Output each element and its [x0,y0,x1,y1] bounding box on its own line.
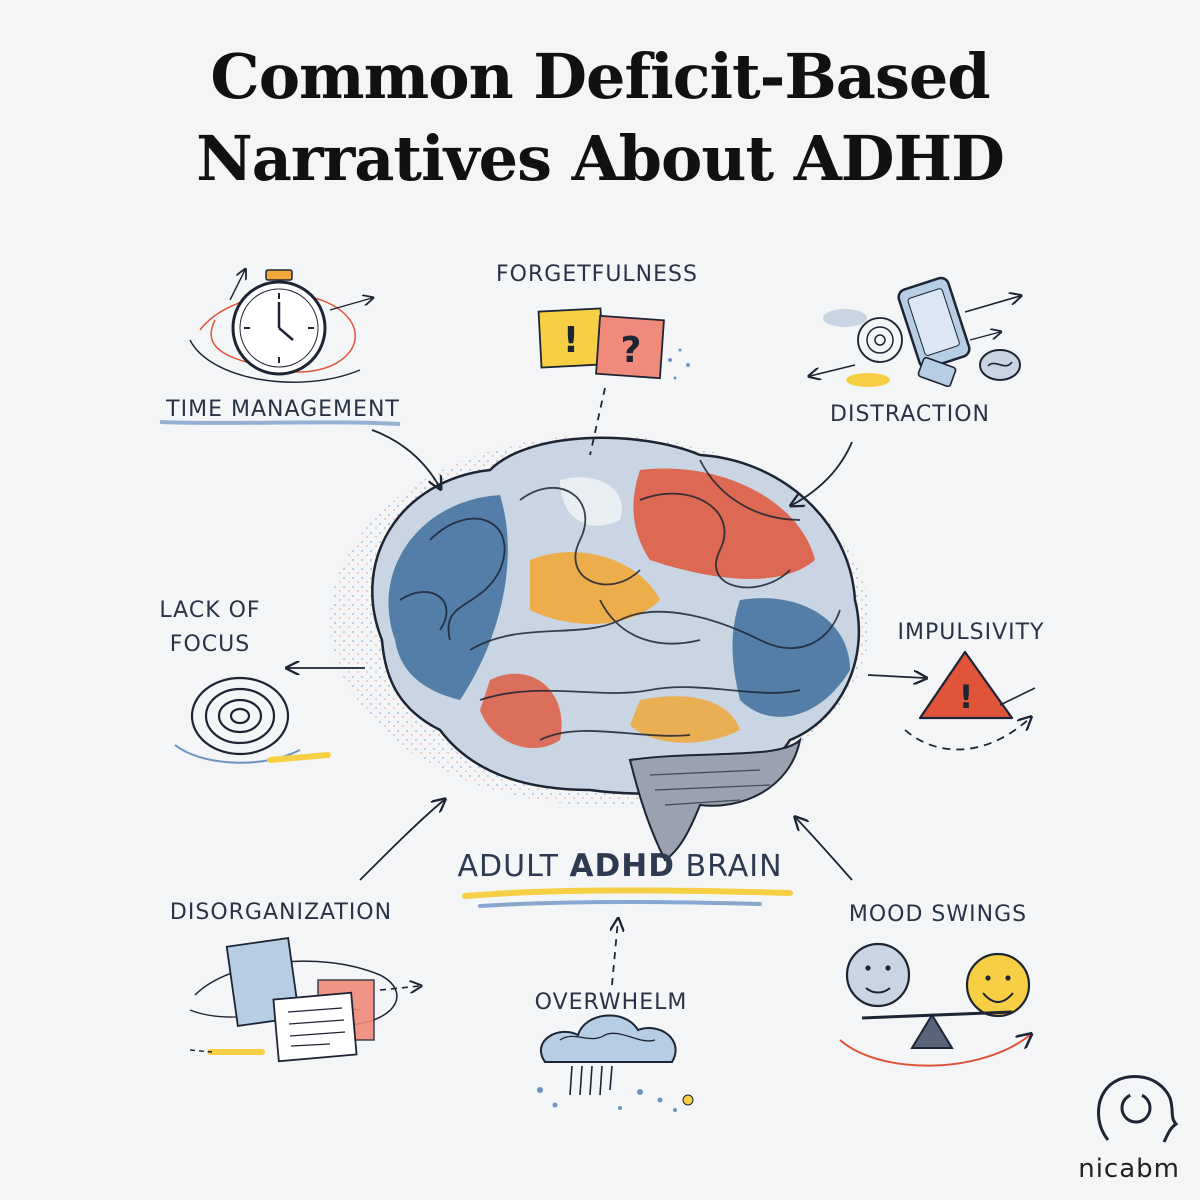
center-label-suffix: BRAIN [685,849,783,884]
underline-stroke [159,420,401,426]
exclamation-mark: ! [563,320,579,361]
center-label-underline [462,887,793,908]
connector-arrows [288,387,925,986]
label-overwhelm: OVERWHELM [534,990,688,1015]
stopwatch-icon [189,270,372,383]
brain-illustration [330,435,870,862]
page-title: Common Deficit-Based Narratives About AD… [0,36,1200,200]
sticky-notes-icon: ! ? [537,307,690,380]
chat-bubble-icon [917,349,1021,388]
mood-faces-icon [839,942,1030,1067]
nicabm-logo-icon [1097,1075,1179,1143]
smartphone-icon [897,276,1020,370]
warning-exclamation: ! [959,678,974,716]
scattered-papers-icon [189,937,420,1063]
label-lack-of-focus-line2: FOCUS [169,632,251,657]
label-impulsivity: IMPULSIVITY [897,620,1045,645]
storm-cloud-icon [537,1014,694,1112]
label-time-management: TIME MANAGEMENT [166,397,400,422]
center-label-strong: ADHD [569,848,675,884]
scribble-swirl-icon [810,309,903,387]
brand-wordmark: nicabm [1078,1154,1180,1184]
spiral-icon [174,676,331,764]
center-label-prefix: ADULT [457,849,559,884]
label-disorganization: DISORGANIZATION [169,900,393,925]
question-mark: ? [621,330,642,371]
warning-triangle-icon: ! [904,650,1036,751]
label-forgetfulness: FORGETFULNESS [496,262,698,287]
label-mood-swings: MOOD SWINGS [848,902,1028,927]
title-line-2: Narratives About ADHD [196,122,1005,195]
label-lack-of-focus: LACK OF FOCUS [159,594,260,662]
label-distraction: DISTRACTION [830,402,990,427]
center-label-adult-adhd-brain: ADULT ADHD BRAIN [457,848,782,884]
title-line-1: Common Deficit-Based [210,40,990,113]
label-lack-of-focus-line1: LACK OF [159,598,261,623]
